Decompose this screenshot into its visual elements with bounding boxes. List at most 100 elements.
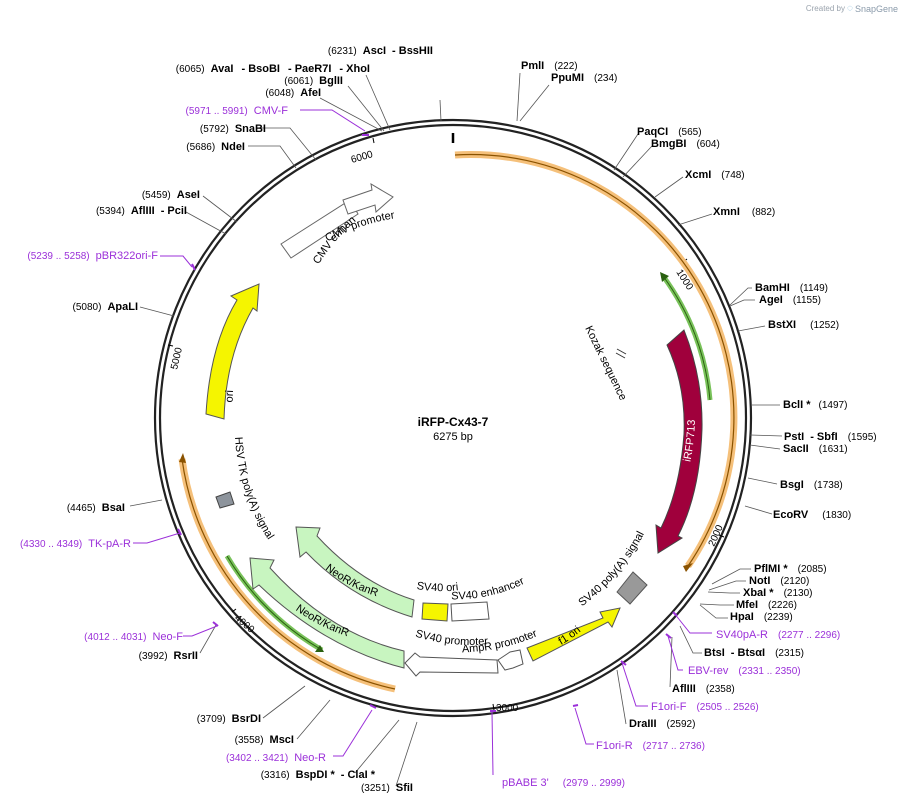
enzyme-label-pflMI: PflMI *(2085) bbox=[754, 563, 827, 575]
enzyme-label-mscI: (3558)MscI bbox=[235, 734, 294, 746]
enzyme-label-bclI: BclI *(1497) bbox=[783, 399, 847, 411]
enzyme-label-bsrDI: (3709)BsrDI bbox=[197, 713, 261, 725]
feature-kozak-mark bbox=[616, 348, 627, 355]
feature-label-hsv-tk-polya: HSV TK poly(A) signal bbox=[232, 436, 276, 541]
enzyme-label-bspDI-claI: (3316)BspDI *- ClaI * bbox=[261, 769, 376, 781]
tick-mark-6000 bbox=[372, 137, 375, 144]
feature-ori bbox=[205, 283, 260, 420]
enzyme-label-hpaI: HpaI(2239) bbox=[730, 611, 793, 623]
enzyme-label-apaLI: (5080)ApaLI bbox=[73, 301, 138, 313]
enzyme-label-xcmI: XcmI(748) bbox=[685, 169, 745, 181]
green-arc-right-arrow bbox=[660, 272, 669, 282]
feature-label-kozak: Kozak sequence bbox=[582, 324, 628, 402]
features: CMV enhancer CMV promoter Kozak sequence… bbox=[0, 0, 703, 677]
enzyme-label-sfiI: (3251)SfiI bbox=[361, 782, 413, 794]
feature-f1-ori bbox=[526, 607, 621, 662]
snapgene-brand: SnapGene bbox=[854, 3, 898, 14]
enzyme-label-rsrII: (3992)RsrII bbox=[139, 650, 198, 662]
plasmid-size: 6275 bp bbox=[433, 431, 473, 443]
green-arc-right-core bbox=[662, 275, 711, 401]
enzyme-label-xmnI: XmnI(882) bbox=[713, 206, 775, 218]
primer-label-cmv-f: (5971 .. 5991)CMV-F bbox=[186, 105, 289, 117]
primer-label-neo-f: (4012 .. 4031)Neo-F bbox=[84, 631, 183, 643]
enzyme-label-ndeI: (5686)NdeI bbox=[186, 141, 245, 153]
primer-label-f1ori-f: F1ori-F(2505 .. 2526) bbox=[651, 701, 759, 713]
feature-sv40-ori bbox=[421, 602, 449, 622]
enzyme-labels: (6231)AscI- BssHII (6065)AvaI- BsoBI- Pa… bbox=[67, 45, 877, 794]
enzyme-lines bbox=[129, 72, 783, 787]
enzyme-label-ascI: (6231)AscI- BssHII bbox=[328, 45, 433, 57]
primer-label-neo-r: (3402 .. 3421)Neo-R bbox=[226, 752, 326, 764]
feature-label-irfp713: iRFP713 bbox=[681, 419, 698, 462]
enzyme-label-sacII: SacII(1631) bbox=[783, 443, 848, 455]
enzyme-label-aflIII-pciI: (5394)AflIII- PciI bbox=[96, 205, 187, 217]
enzyme-label-aflIII-2: AflIII(2358) bbox=[672, 683, 735, 695]
enzyme-label-snaBI: (5792)SnaBI bbox=[200, 123, 266, 135]
enzyme-label-avaI: (6065)AvaI- BsoBI- PaeR7I- XhoI bbox=[176, 63, 370, 75]
primer-label-pbr322ori-f: (5239 .. 5258)pBR322ori-F bbox=[27, 250, 158, 262]
feature-label-ori: ori bbox=[224, 390, 236, 403]
plasmid-title: iRFP-Cx43-7 bbox=[418, 415, 489, 429]
green-arcs bbox=[224, 272, 713, 653]
feature-label-sv40-promoter: SV40 promoter bbox=[414, 628, 489, 648]
enzyme-label-ecoRV: EcoRV(1830) bbox=[773, 509, 851, 521]
enzyme-label-bmgBI: BmgBI(604) bbox=[651, 138, 720, 150]
green-arc-left-arrow bbox=[315, 645, 324, 652]
tick-label-5000: 5000 bbox=[169, 346, 185, 371]
enzyme-label-paqCI: PaqCI(565) bbox=[637, 126, 702, 138]
feature-label-sv40-ori: SV40 ori bbox=[416, 580, 459, 594]
snapgene-logo-icon: ◌ bbox=[847, 3, 853, 14]
tick-label-6000: 6000 bbox=[350, 149, 375, 166]
green-arc-left-core bbox=[226, 555, 323, 651]
feature-kozak-mark-2 bbox=[615, 352, 626, 359]
enzyme-label-draIII: DraIII(2592) bbox=[629, 718, 695, 730]
enzyme-label-bsaI: (4465)BsaI bbox=[67, 502, 125, 514]
enzyme-label-btsI: BtsI- BtsαI(2315) bbox=[704, 647, 804, 659]
feature-hsv-tk-polya bbox=[215, 491, 235, 509]
enzyme-label-notI: NotI(2120) bbox=[749, 575, 809, 587]
enzyme-label-ppuMI: PpuMI(234) bbox=[551, 72, 617, 84]
enzyme-label-pmlI: PmlI(222) bbox=[521, 60, 578, 72]
enzyme-label-bglII: (6061)BglII bbox=[284, 75, 343, 87]
tick-mark-4000 bbox=[231, 608, 237, 613]
enzyme-label-ageI: AgeI(1155) bbox=[759, 294, 821, 306]
feature-cmv-promoter bbox=[342, 183, 394, 215]
feature-neor-kanr-2 bbox=[249, 557, 405, 669]
primer-lines bbox=[133, 109, 712, 776]
primer-label-f1ori-r: F1ori-R(2717 .. 2736) bbox=[596, 740, 705, 752]
tick-mark-3000 bbox=[492, 703, 495, 711]
enzyme-label-pstI-sbfI: PstI- SbfI(1595) bbox=[784, 431, 877, 443]
primer-label-pbabe-3: pBABE 3'(2979 .. 2999) bbox=[502, 777, 625, 789]
feature-ampr-promoter bbox=[497, 649, 524, 671]
enzyme-label-bamHI: BamHI(1149) bbox=[755, 282, 828, 294]
enzyme-label-bsgI: BsgI(1738) bbox=[780, 479, 843, 491]
enzyme-label-bstXI: BstXI(1252) bbox=[768, 319, 839, 331]
created-by-text: Created by bbox=[805, 4, 845, 13]
feature-cmv-enhancer bbox=[280, 199, 359, 259]
primer-label-tk-pa-r: (4330 .. 4349)TK-pA-R bbox=[20, 538, 131, 550]
tick-mark-5000 bbox=[167, 344, 174, 347]
watermark: Created by ◌ SnapGene bbox=[806, 3, 898, 14]
primer-label-ebv-rev: EBV-rev(2331 .. 2350) bbox=[688, 665, 801, 677]
primer-labels: (5971 .. 5991)CMV-F (5239 .. 5258)pBR322… bbox=[20, 105, 840, 789]
feature-label-sv40-enhancer: SV40 enhancer bbox=[451, 575, 526, 602]
feature-sv40-enhancer bbox=[450, 601, 490, 622]
enzyme-label-afeI: (6048)AfeI bbox=[265, 87, 321, 99]
feature-sv40-promoter bbox=[404, 652, 499, 677]
backbone bbox=[153, 118, 753, 718]
orange-arc-right-core bbox=[454, 153, 735, 567]
feature-label-cmv-enhancer: CMV enhancer bbox=[0, 0, 358, 266]
enzyme-label-aseI: (5459)AseI bbox=[142, 189, 200, 201]
tick-label-3000: 3000 bbox=[496, 703, 519, 714]
tick-mark-2000 bbox=[718, 534, 725, 538]
enzyme-label-xbaI: XbaI *(2130) bbox=[743, 587, 812, 599]
orange-arc-right-arrow bbox=[683, 563, 693, 572]
primer-label-sv40pa-r: SV40pA-R(2277 .. 2296) bbox=[716, 629, 840, 641]
orange-arc-left-arrow bbox=[179, 453, 186, 463]
orange-arc-left-core bbox=[181, 458, 396, 690]
feature-neor-kanr-1 bbox=[295, 526, 415, 618]
orange-arcs bbox=[178, 151, 738, 693]
enzyme-label-mfeI: MfeI(2226) bbox=[736, 599, 797, 611]
feature-sv40-polya bbox=[616, 571, 648, 605]
